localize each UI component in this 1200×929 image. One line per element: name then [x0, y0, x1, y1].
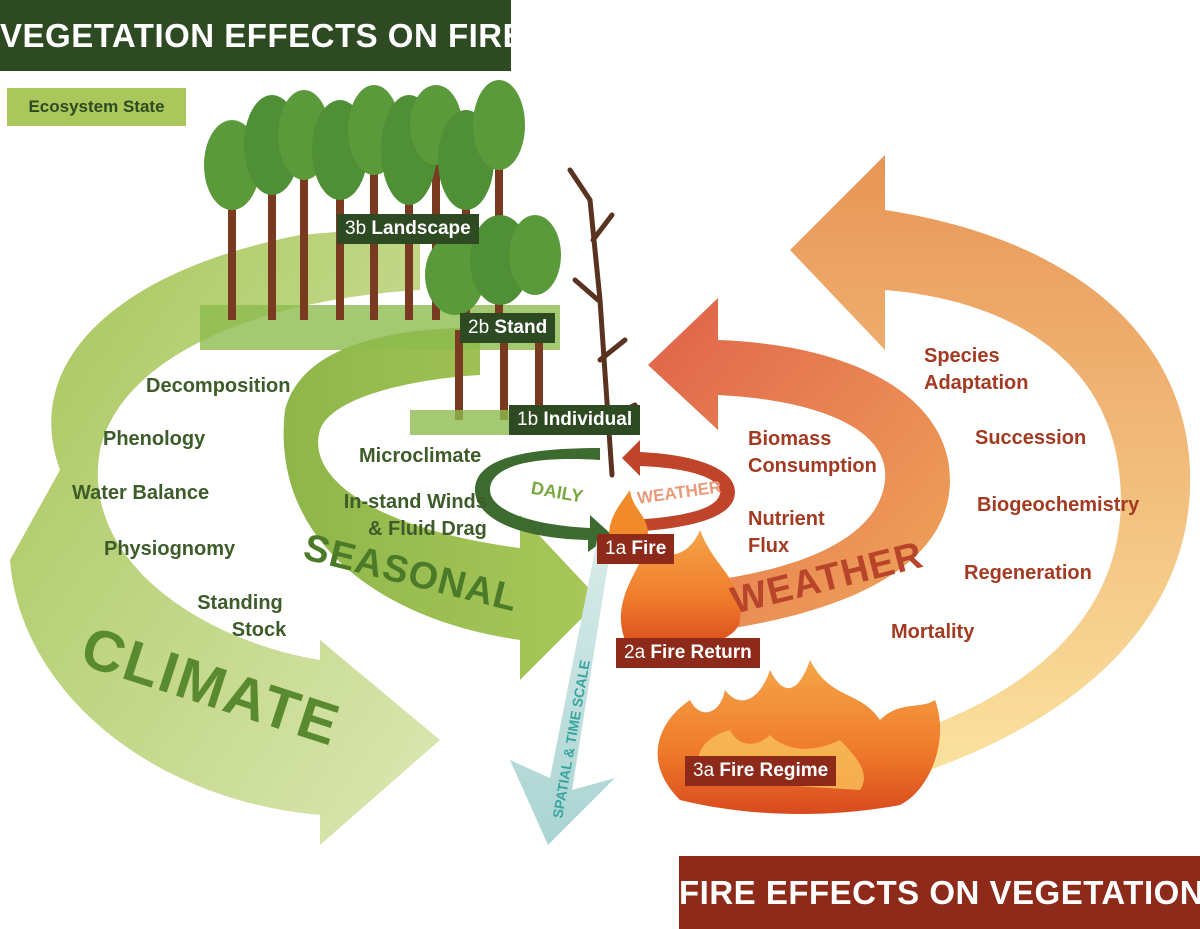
label-physiognomy: Physiognomy [104, 538, 236, 560]
weather-band [648, 298, 950, 630]
label-regeneration: Regeneration [964, 562, 1092, 584]
tag-landscape-num: 3b [345, 218, 367, 239]
climate-band [10, 225, 440, 845]
tag-stand-num: 2b [468, 317, 490, 338]
daily-label: DAILY [530, 478, 585, 507]
label-biogeochemistry: Biogeochemistry [977, 494, 1140, 516]
weather-small-label: WEATHER [636, 477, 723, 508]
label-winds: In-stand Winds & Fluid Drag [338, 489, 487, 543]
tag-fire-regime-text: Fire Regime [719, 760, 829, 781]
label-winds-line2: & Fluid Drag [368, 518, 487, 540]
label-succession: Succession [975, 427, 1087, 449]
label-decomposition: Decomposition [146, 375, 291, 397]
header-title: VEGETATION EFFECTS ON FIRE [0, 0, 525, 71]
tag-individual-text: Individual [543, 409, 633, 430]
tag-landscape-text: Landscape [371, 218, 471, 239]
label-water-balance: Water Balance [72, 482, 210, 504]
tag-fire-regime: 3a Fire Regime [685, 756, 837, 786]
tag-fire-regime-num: 3a [693, 760, 715, 781]
label-standing-stock: Standing Stock [190, 590, 290, 644]
tag-landscape: 3b Landscape [337, 214, 479, 244]
scale-arrow [510, 535, 615, 845]
tag-stand: 2b Stand [460, 313, 556, 343]
seasonal-band [283, 328, 600, 680]
tag-stand-text: Stand [494, 317, 548, 338]
label-nutrient: Nutrient Flux [748, 506, 825, 560]
label-biomass: Biomass Consumption [748, 426, 877, 480]
label-species-line2: Adaptation [924, 372, 1029, 394]
weather-small-arrow [622, 440, 735, 532]
label-phenology: Phenology [103, 428, 206, 450]
tag-fire-num: 1a [605, 538, 627, 559]
label-species-line1: Species [924, 345, 1000, 367]
label-winds-line1: In-stand Winds [343, 491, 487, 513]
tag-fire-return: 2a Fire Return [616, 638, 760, 668]
outer-orange-band [790, 155, 1191, 780]
footer-title: FIRE EFFECTS ON VEGETATION [679, 856, 1200, 929]
label-biomass-line1: Biomass [748, 428, 832, 450]
label-nutrient-line1: Nutrient [748, 508, 825, 530]
label-species: Species Adaptation [924, 343, 1028, 397]
tag-fire-text: Fire [631, 538, 667, 559]
tag-fire-return-text: Fire Return [650, 642, 752, 663]
legend-ecosystem-state: Ecosystem State [7, 88, 186, 126]
label-biomass-line2: Consumption [748, 455, 877, 477]
label-microclimate: Microclimate [359, 445, 482, 467]
label-mortality: Mortality [891, 621, 975, 643]
label-nutrient-line2: Flux [748, 535, 790, 557]
tag-individual: 1b Individual [509, 405, 641, 435]
tag-fire: 1a Fire [597, 534, 675, 564]
tag-individual-num: 1b [517, 409, 539, 430]
label-standing-stock-line1: Standing [197, 592, 283, 614]
daily-arrow [475, 448, 612, 552]
label-standing-stock-line2: Stock [231, 619, 287, 641]
tag-fire-return-num: 2a [624, 642, 646, 663]
